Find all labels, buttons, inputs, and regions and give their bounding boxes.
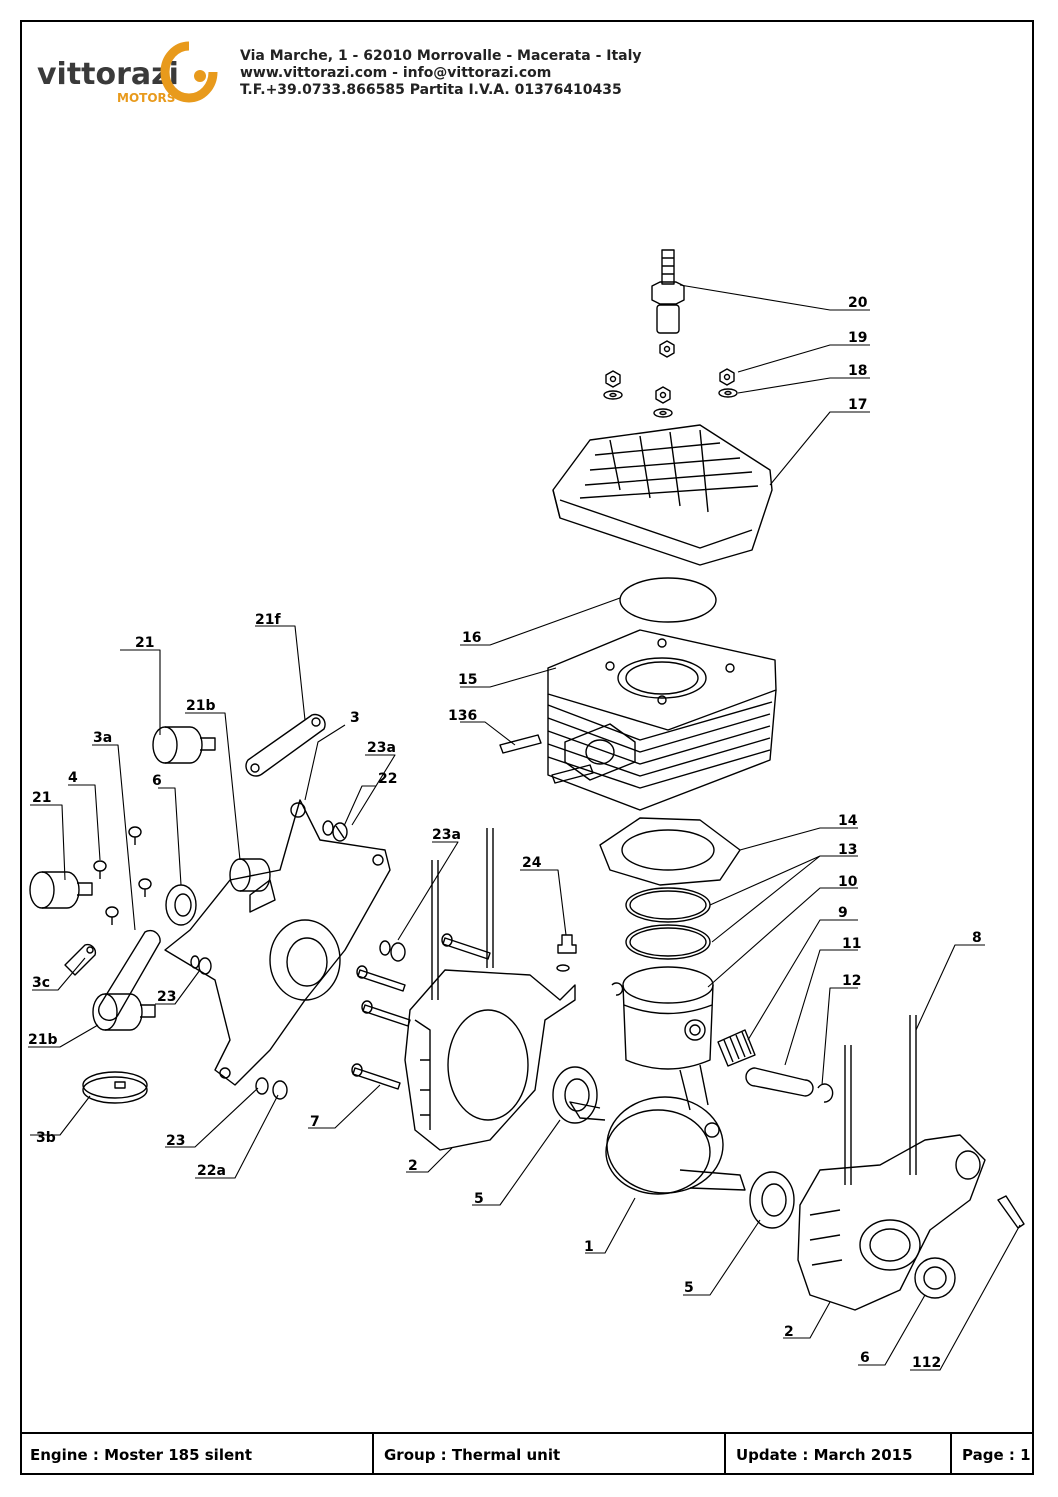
label-7: 7 [310,1114,320,1130]
label-22: 22 [378,771,397,787]
needle-bearing-part [717,1029,756,1067]
base-gasket-part [599,817,741,886]
washer-part [603,388,738,418]
small-bolt-part [93,826,152,925]
label-11: 11 [842,936,861,952]
label-2-right: 2 [784,1324,794,1340]
label-18: 18 [848,363,867,379]
label-9: 9 [838,905,848,921]
cylinder-head-part [552,424,773,566]
oil-seal-part [914,1257,956,1299]
label-13: 13 [838,842,857,858]
label-16: 16 [462,630,481,646]
footer-group: Group : Thermal unit [374,1434,726,1475]
label-21-top: 21 [135,635,154,651]
mount-nut-part [190,820,406,1100]
label-6-right: 6 [860,1350,870,1366]
label-3c: 3c [32,975,50,991]
label-23a-top: 23a [367,740,396,756]
part-labels: 20 19 18 17 16 15 136 14 13 10 9 11 12 8… [28,295,982,1371]
label-3a: 3a [93,730,112,746]
label-2-left: 2 [408,1158,418,1174]
label-8: 8 [972,930,982,946]
header-web: www.vittorazi.com - info@vittorazi.com [240,65,552,81]
label-19: 19 [848,330,867,346]
label-17: 17 [848,397,867,413]
bolt-part [351,933,491,1090]
logo-emblem-icon [160,41,218,103]
cylinder-part [547,629,777,811]
label-3: 3 [350,710,360,726]
head-oring-part [619,577,717,623]
label-5-left: 5 [474,1191,484,1207]
crankcase-half-part [404,828,576,1151]
label-22a: 22a [197,1163,226,1179]
spark-plug-part [651,249,685,334]
fitting-part [556,934,577,972]
label-20: 20 [848,295,868,311]
piston-ring-part [625,887,711,923]
vittorazi-logo: vittorazi MOTORS [37,41,218,105]
label-21-left: 21 [32,790,51,806]
title-block: Engine : Moster 185 silent Group : Therm… [20,1432,1034,1475]
label-23a-mid: 23a [432,827,461,843]
label-4: 4 [68,770,78,786]
header-phone-vat: T.F.+39.0733.866585 Partita I.V.A. 01376… [240,82,622,98]
pin-circlip-part [817,1083,834,1103]
hose-clamp-part [82,1071,148,1104]
label-5-right: 5 [684,1280,694,1296]
label-21b-bottom: 21b [28,1032,58,1048]
label-6-left: 6 [152,773,162,789]
label-10: 10 [838,874,858,890]
tab-part [64,943,97,976]
label-21b-top: 21b [186,698,216,714]
footer-page: Page : 1 [962,1445,1031,1464]
label-23-lower: 23 [166,1133,185,1149]
main-bearing-part [552,1066,795,1229]
mount-plate-part-2 [98,929,161,1021]
leader-lines [28,284,1021,1371]
dowel-pin-part [499,734,594,784]
label-3b: 3b [36,1130,56,1146]
piston-ring-part-2 [625,924,711,960]
mount-plate-part [245,713,326,777]
head-nut-part [605,340,735,404]
crankcase-half-part-2 [797,1015,986,1311]
screw-part [997,1195,1025,1229]
label-1: 1 [584,1239,594,1255]
label-112: 112 [912,1355,941,1371]
engine-mount-part [164,799,391,1086]
label-12: 12 [842,973,861,989]
piston-pin-part [745,1067,814,1097]
circlip-part [611,982,624,996]
logo-sub: MOTORS [117,91,175,105]
footer-engine: Engine : Moster 185 silent [20,1434,374,1475]
label-24: 24 [522,855,542,871]
header-address: Via Marche, 1 - 62010 Morrovalle - Macer… [240,48,642,64]
label-15: 15 [458,672,477,688]
logo-wordmark: vittorazi [37,57,179,92]
piston-part [622,966,714,1070]
drawing-sheet-border [20,20,1034,1475]
label-136: 136 [448,708,477,724]
footer-update: Update : March 2015 [726,1434,952,1475]
label-14: 14 [838,813,858,829]
label-23-upper: 23 [157,989,176,1005]
label-21f: 21f [255,612,281,628]
crankshaft-part [569,1064,746,1195]
